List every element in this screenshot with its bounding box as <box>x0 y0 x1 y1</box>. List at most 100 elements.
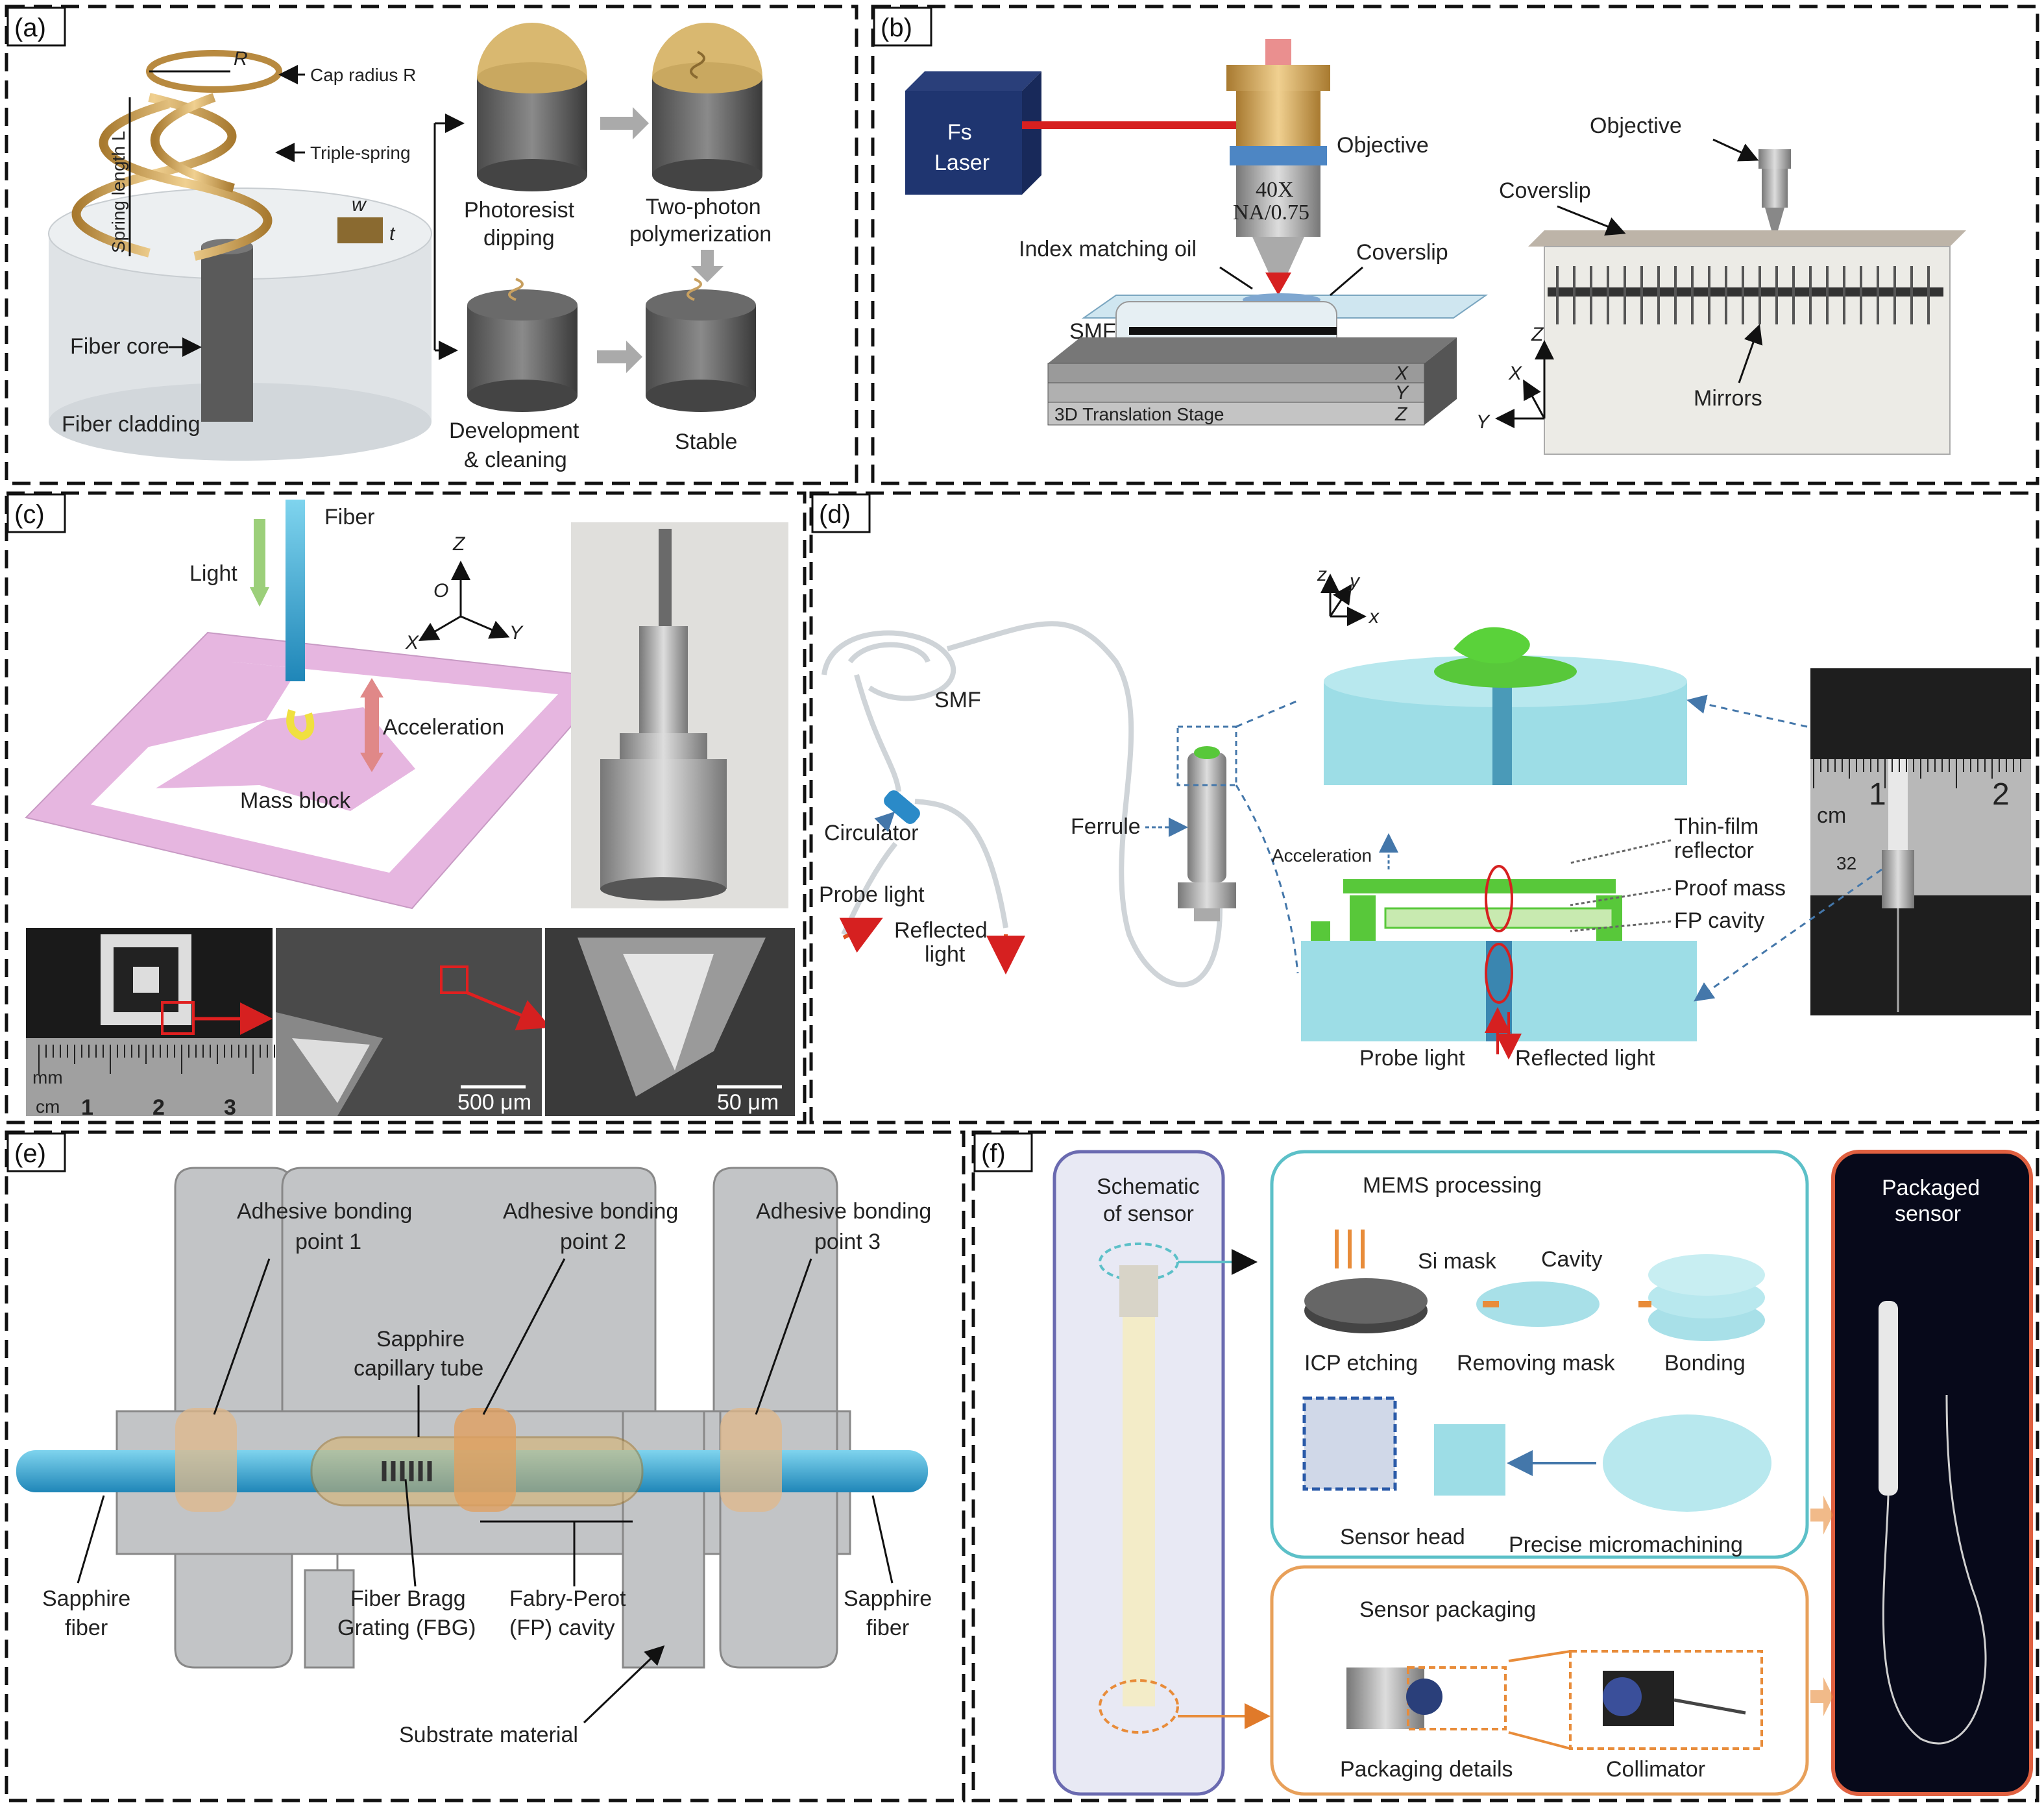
hook-mark <box>286 709 315 741</box>
fbg-pointer <box>404 1479 417 1587</box>
sapphire-fiber-right-b: fiber <box>866 1616 909 1640</box>
c-axis-x <box>418 615 461 642</box>
objective-lens <box>1226 39 1330 295</box>
fp-cavity-label: FP cavity <box>1674 908 1764 933</box>
bonding-graphic <box>1648 1254 1765 1341</box>
sensor-thread <box>1119 1265 1158 1317</box>
ferrule-assembly <box>1178 746 1236 921</box>
step-two-photon <box>652 23 762 191</box>
bond-point-2 <box>454 1408 516 1512</box>
step3-label-a: Development <box>449 418 579 443</box>
ruler2-1: 1 <box>1869 777 1886 812</box>
c-axis-z-label: Z <box>452 533 466 555</box>
mass-block-label: Mass block <box>240 788 351 813</box>
zoom-line-top <box>1235 699 1298 728</box>
substrate-arrow <box>583 1645 665 1724</box>
panel-b-tag: (b) <box>881 14 912 42</box>
panel-e-frame <box>5 1130 966 1802</box>
sapphire-fiber-left-pointer <box>77 1495 105 1584</box>
fp-label-a: Fabry-Perot <box>509 1586 626 1611</box>
panel-c-tag: (c) <box>14 500 45 529</box>
panel-d-tag-box <box>811 493 871 533</box>
probe-light-label-2: Probe light <box>1359 1046 1465 1071</box>
sensor-3d-top <box>1324 627 1687 785</box>
schematic-label-a: Schematic <box>1097 1174 1200 1199</box>
mass-block-frame <box>25 631 615 910</box>
fbg-grating <box>382 1461 432 1481</box>
cavity-label: Cavity <box>1541 1247 1602 1272</box>
smf-label-d: SMF <box>934 688 981 712</box>
objective-small <box>1758 149 1791 230</box>
adh2-label-a: Adhesive bonding <box>503 1199 678 1224</box>
step3-label-b: & cleaning <box>464 448 567 472</box>
stage-x: X <box>1394 363 1409 384</box>
mirrors-label: Mirrors <box>1694 386 1762 411</box>
mirror-block <box>1528 230 1966 455</box>
d-axis-x-label: x <box>1368 606 1380 627</box>
circulator-arrow <box>874 811 895 832</box>
zoom-box <box>1176 725 1237 786</box>
reflected-label-a: Reflected <box>894 918 988 943</box>
collimator-label: Collimator <box>1606 1757 1705 1782</box>
panel-f-frame <box>971 1130 2039 1802</box>
scale-bar-1: 500 μm <box>457 1090 531 1115</box>
coverslip-pointer <box>1330 266 1363 297</box>
fiber-cladding-label: Fiber cladding <box>62 412 201 437</box>
translation-stage <box>1047 337 1457 426</box>
ruler-mm: mm <box>32 1067 63 1087</box>
step-arrow-1 <box>600 107 649 139</box>
c-axis-o-label: O <box>433 580 448 601</box>
proof-mass-label: Proof mass <box>1674 876 1786 901</box>
circulator-body <box>884 790 920 824</box>
acceleration-arrow-top <box>360 678 383 697</box>
fbg-label-a: Fiber Bragg <box>350 1586 466 1611</box>
si-mask-label: Si mask <box>1418 1249 1497 1274</box>
schematic-label-b: of sensor <box>1103 1202 1194 1226</box>
panel-c-tag-box <box>6 493 66 533</box>
sensor-photo <box>571 522 788 908</box>
stage-label: 3D Translation Stage <box>1054 404 1224 424</box>
fiber-core-label: Fiber core <box>70 334 169 359</box>
panel-f: (f) Schematic of sensor MEMS processing … <box>971 1130 2039 1802</box>
adh2-pointer <box>482 1258 566 1415</box>
panel-c: (c) Fiber Light Acceleration Mass block … <box>5 491 807 1124</box>
light-label: Light <box>189 561 237 586</box>
fiber-core-shape <box>201 247 253 422</box>
panel-e: (e) Adhesive bonding point 1 Adhesive bo… <box>5 1130 966 1802</box>
sapphire-fiber-right-a: Sapphire <box>844 1586 932 1611</box>
panel-a: (a) R Cap radius R Spring length L Tripl… <box>5 5 858 485</box>
adh1-label-b: point 1 <box>295 1230 361 1254</box>
micromachining-graphic <box>1603 1414 1771 1512</box>
sem-photo-1 <box>26 928 273 1116</box>
radius-r-label: R <box>234 48 248 69</box>
step-development <box>467 278 578 412</box>
cap-radius-label: Cap radius R <box>310 65 416 85</box>
step-arrow-3 <box>597 341 642 373</box>
panel-b-frame <box>871 5 2039 485</box>
acceleration-label: Acceleration <box>383 715 504 740</box>
c-axis-y-label: Y <box>509 622 524 644</box>
to-packaged-arrow-bottom <box>1810 1677 1833 1716</box>
ruler2-32: 32 <box>1836 853 1856 873</box>
step4-label: Stable <box>675 430 737 454</box>
beam-cross-section <box>337 217 383 243</box>
objective-na: NA/0.75 <box>1233 200 1309 224</box>
laser-label-b: Laser <box>934 151 990 175</box>
ruler-cm: cm <box>36 1097 60 1117</box>
adh3-label-b: point 3 <box>814 1230 881 1254</box>
mems-label: MEMS processing <box>1363 1173 1542 1198</box>
mirror-ticks <box>1556 266 1930 324</box>
sensor-head-label: Sensor head <box>1340 1525 1465 1549</box>
photo-link-top <box>1686 694 1808 728</box>
sensor-head-graphic <box>1434 1424 1505 1496</box>
coverslip-label: Coverslip <box>1356 240 1448 265</box>
stage-z: Z <box>1394 404 1408 425</box>
panel-a-tag: (a) <box>14 14 46 42</box>
ruler2-ticks <box>1813 759 2021 788</box>
index-oil-pointer <box>1219 266 1253 290</box>
packaged-label-b: sensor <box>1895 1202 1961 1226</box>
index-oil-label: Index matching oil <box>1019 237 1197 261</box>
packaging-details-graphic <box>1346 1666 1507 1730</box>
step-arrow-2 <box>691 250 724 282</box>
thin-film-label-b: reflector <box>1674 838 1754 863</box>
